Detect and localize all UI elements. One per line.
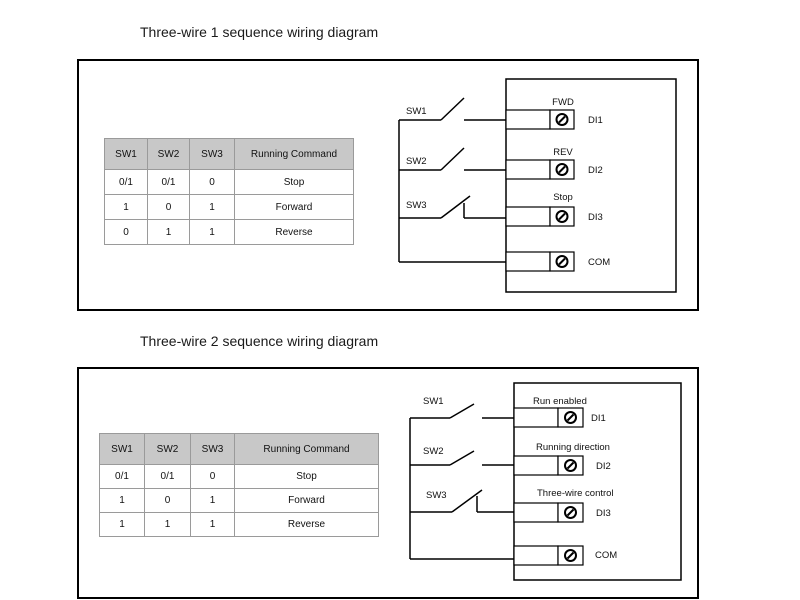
terminal-label: COM [595,550,617,561]
table-row: 0 1 1 Reverse [104,219,354,245]
screw-slot [566,413,575,422]
table-cell: Reverse [234,219,354,245]
table-row: 0/1 0/1 0 Stop [104,169,354,195]
terminal-block [513,407,559,428]
terminal-block [513,545,559,566]
signal-label: Run enabled [533,396,587,407]
signal-label: Running direction [536,442,610,453]
table-cell: 0/1 [99,464,145,489]
table-cell: Reverse [234,512,379,537]
table-header-cell: Running Command [234,138,354,170]
table-header-cell: SW1 [104,138,148,170]
table-row: 1 1 1 Reverse [99,512,379,537]
switch-sw3-contact [440,195,471,219]
table-header-cell: Running Command [234,433,379,465]
section-2-title: Three-wire 2 sequence wiring diagram [140,333,379,349]
table-cell: Stop [234,169,354,195]
terminal-label: DI3 [588,212,603,223]
screw-slot [558,115,566,124]
table-cell: 1 [147,219,190,245]
signal-label: FWD [552,97,574,108]
section-2-frame [77,367,699,599]
switch-label: SW3 [406,200,427,211]
table-cell: 1 [189,194,235,220]
controller-box [513,382,682,581]
screw-slot [558,212,566,221]
switch-label: SW2 [406,156,427,167]
terminal-label: DI1 [591,413,606,424]
table-header-row: SW1 SW2 SW3 Running Command [104,138,354,170]
screw-slot [566,461,575,470]
switch-label: SW3 [426,490,447,501]
table-cell: 0 [189,169,235,195]
signal-label: Three-wire control [537,488,614,499]
screw-slot [566,551,575,560]
switch-sw3-contact [451,489,483,513]
section-1-frame [77,59,699,311]
screw-slot [566,508,575,517]
signal-label: Stop [553,192,573,203]
table-cell: Forward [234,194,354,220]
table-row: 0/1 0/1 0 Stop [99,464,379,489]
terminal-label: DI3 [596,508,611,519]
signal-label: REV [553,147,573,158]
switch-sw2-contact [440,147,465,171]
table-cell: 1 [189,219,235,245]
terminal-label: COM [588,257,610,268]
controller-box [505,78,677,293]
switch-sw1-contact [449,403,475,419]
table-header-row: SW1 SW2 SW3 Running Command [99,433,379,465]
table-row: 1 0 1 Forward [104,194,354,220]
table-cell: 0 [144,488,191,513]
terminal-label: DI1 [588,115,603,126]
terminal-block [513,502,559,523]
table-cell: 1 [190,488,235,513]
terminal-label: DI2 [596,461,611,472]
switch-label: SW1 [423,396,444,407]
terminal-label: DI2 [588,165,603,176]
table-cell: Stop [234,464,379,489]
table-cell: 0 [147,194,190,220]
section-1-title: Three-wire 1 sequence wiring diagram [140,24,379,40]
section-1-truth-table: SW1 SW2 SW3 Running Command 0/1 0/1 0 St… [104,138,354,245]
table-header-cell: SW1 [99,433,145,465]
switch-label: SW1 [406,106,427,117]
table-header-cell: SW2 [144,433,191,465]
table-cell: 1 [99,512,145,537]
terminal-block [513,455,559,476]
table-cell: 0 [104,219,148,245]
section-2-truth-table: SW1 SW2 SW3 Running Command 0/1 0/1 0 St… [99,433,379,537]
table-cell: 1 [104,194,148,220]
screw-slot [558,257,566,266]
table-cell: 1 [144,512,191,537]
screw-slot [558,165,566,174]
table-cell: 0/1 [104,169,148,195]
switch-sw2-contact [449,450,475,466]
switch-label: SW2 [423,446,444,457]
table-header-cell: SW2 [147,138,190,170]
switch-sw1-contact [440,97,465,121]
